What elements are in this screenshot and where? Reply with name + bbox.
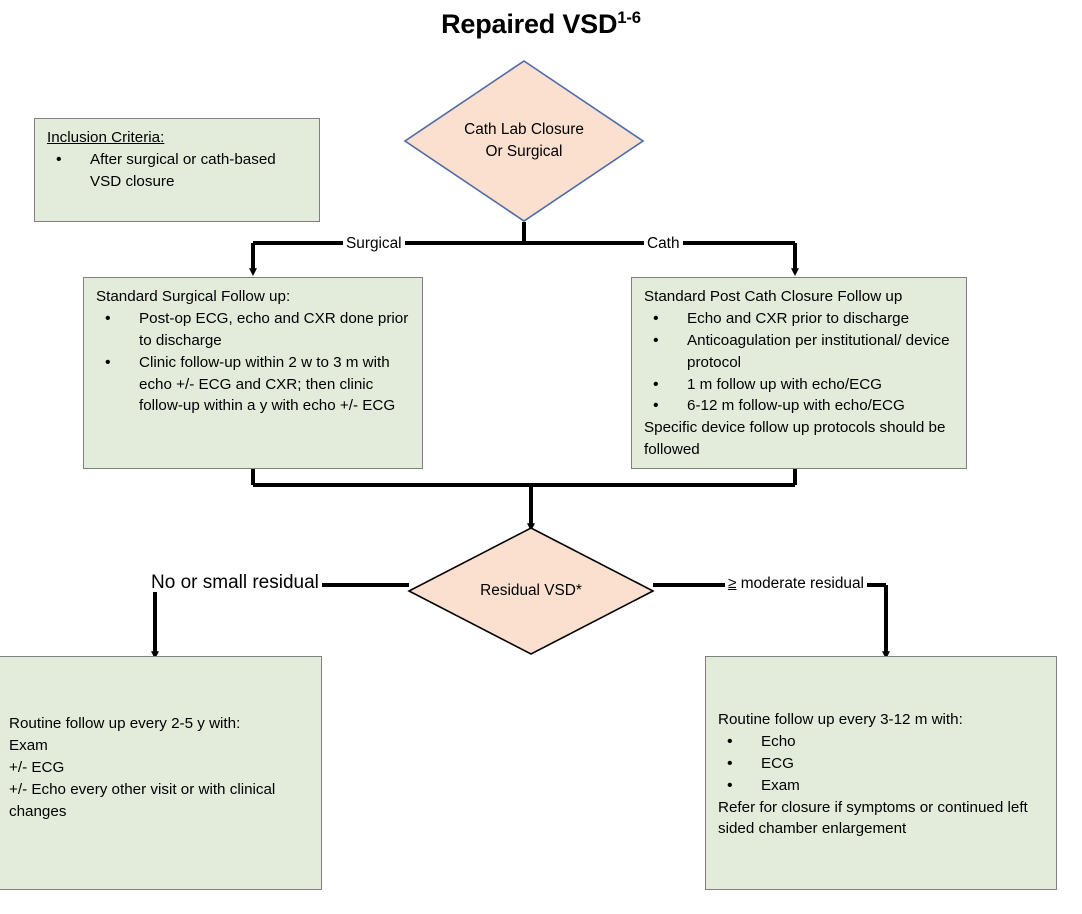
surgical-box-list: Post-op ECG, echo and CXR done prior to … [96, 307, 412, 418]
outcome-right-heading: Routine follow up every 3-12 m with: [718, 711, 963, 728]
list-item: After surgical or cath-based VSD closure [47, 148, 309, 193]
outcome-left-line: +/- ECG [9, 758, 65, 776]
decision-cath-lab-closure[interactable]: Cath Lab Closure Or Surgical [403, 60, 645, 222]
decision-residual-vsd[interactable]: Residual VSD* [407, 527, 655, 655]
outcome-right-footer: Refer for closure if symptoms or continu… [718, 798, 1028, 838]
list-item: ECG [718, 752, 1046, 775]
edge-label-moderate-residual: ≥ moderate residual [725, 575, 867, 592]
edge-label-surgical: Surgical [343, 236, 405, 251]
diamond-shape [403, 60, 645, 222]
edge-label-moderate-residual-text: moderate residual [736, 575, 864, 592]
edge-label-cath: Cath [644, 236, 683, 251]
inclusion-criteria-list: After surgical or cath-based VSD closure [47, 148, 309, 193]
cath-box-footer: Specific device follow up protocols shou… [644, 419, 946, 459]
page-title-text: Repaired VSD [441, 8, 618, 39]
cath-box-heading: Standard Post Cath Closure Follow up [644, 288, 903, 305]
outcome-right-list: Echo ECG Exam [718, 730, 1046, 797]
list-item: Anticoagulation per institutional/ devic… [644, 329, 956, 374]
page-title-superscript: 1-6 [617, 7, 641, 27]
outcome-left-line: Routine follow up every 2-5 y with: [9, 715, 241, 732]
cath-box-list: Echo and CXR prior to discharge Anticoag… [644, 307, 956, 417]
surgical-box-heading: Standard Surgical Follow up: [96, 288, 291, 305]
outcome-moderate-residual-box: Routine follow up every 3-12 m with: Ech… [705, 656, 1057, 890]
list-item: 1 m follow up with echo/ECG [644, 373, 956, 396]
greater-equal-icon: ≥ [728, 575, 737, 592]
standard-post-cath-followup-box: Standard Post Cath Closure Follow up Ech… [631, 277, 967, 469]
outcome-left-line: Exam [9, 736, 48, 754]
standard-surgical-followup-box: Standard Surgical Follow up: Post-op ECG… [83, 277, 423, 469]
outcome-low-residual-box: Routine follow up every 2-5 y with: Exam… [0, 656, 322, 890]
list-item: Echo [718, 730, 1046, 753]
edge-label-no-or-small-residual: No or small residual [148, 573, 322, 592]
inclusion-criteria-box: Inclusion Criteria: After surgical or ca… [34, 118, 320, 222]
list-item: Echo and CXR prior to discharge [644, 307, 956, 330]
inclusion-criteria-heading: Inclusion Criteria: [47, 129, 165, 146]
list-item: 6-12 m follow-up with echo/ECG [644, 394, 956, 417]
list-item: Exam [718, 774, 1046, 797]
diamond-shape [407, 527, 655, 655]
page-title: Repaired VSD1-6 [0, 0, 1082, 41]
outcome-left-line: +/- Echo every other visit or with clini… [9, 780, 276, 820]
list-item: Post-op ECG, echo and CXR done prior to … [96, 307, 412, 352]
list-item: Clinic follow-up within 2 w to 3 m with … [96, 351, 412, 418]
